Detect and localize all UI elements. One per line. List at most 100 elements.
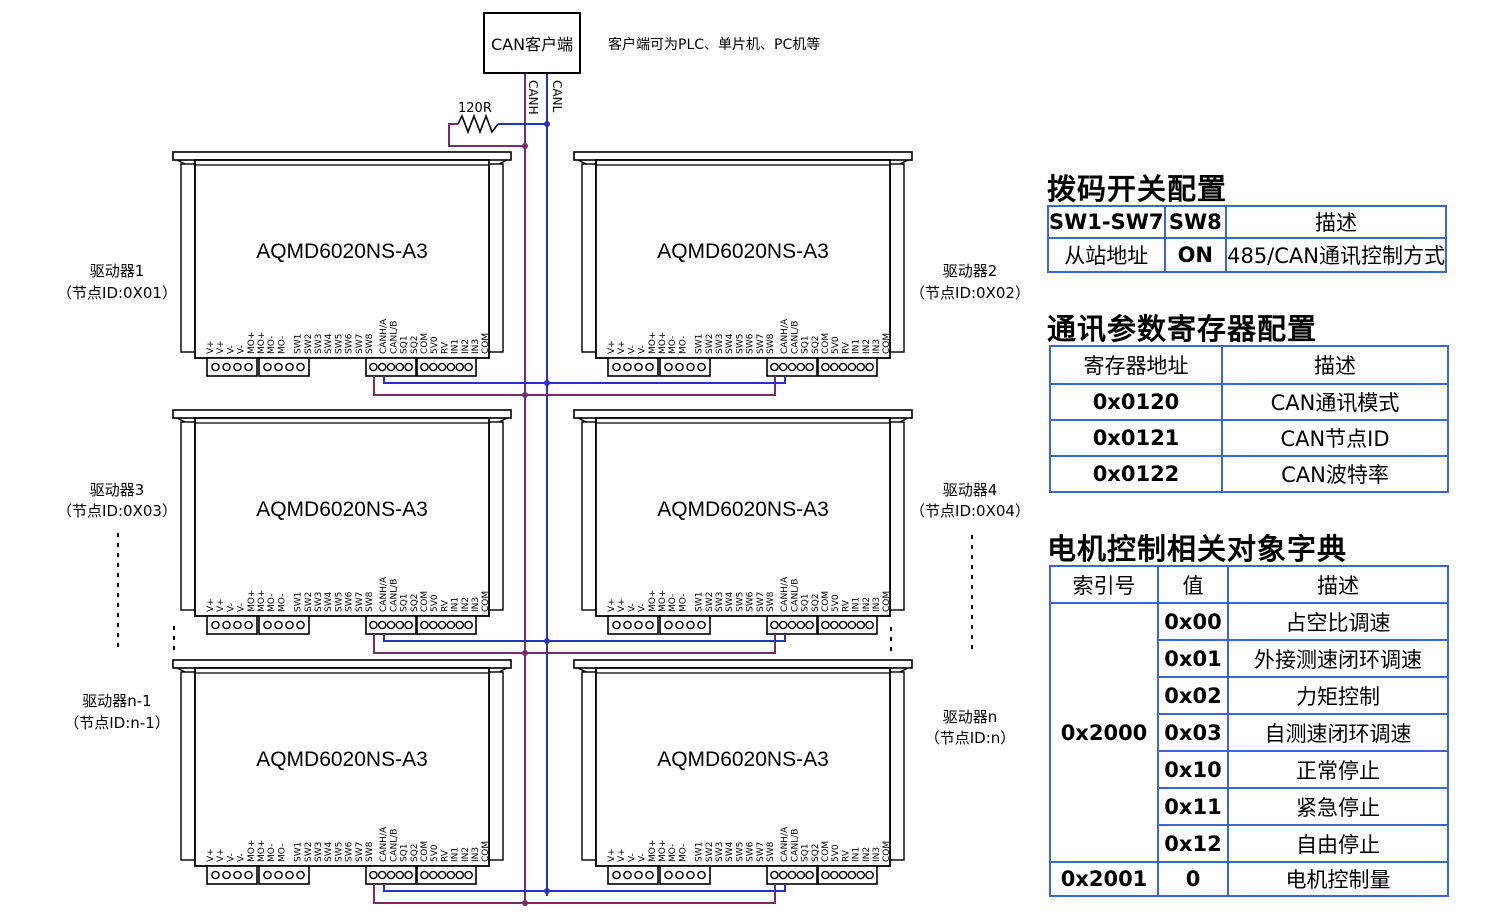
pin-label: V-	[226, 345, 236, 354]
terminal-hole	[634, 362, 643, 372]
pin-label: MO+	[658, 840, 668, 862]
driver-top-rail	[172, 659, 512, 669]
terminal-hole	[612, 870, 621, 880]
pin-label: V-	[638, 603, 648, 612]
pin-label: 5V0	[430, 594, 440, 612]
pin-label: MO-	[277, 594, 287, 612]
terminal-block	[206, 615, 258, 635]
driver-left-bracket	[581, 163, 597, 353]
terminal-block	[607, 865, 659, 885]
terminal-block	[659, 615, 711, 635]
terminal-hole	[233, 620, 242, 630]
reg-desc-0121: CAN节点ID	[1221, 419, 1449, 457]
reg-addr-0120: 0x0120	[1049, 383, 1223, 421]
pin-label: SW2	[705, 334, 715, 354]
pin-label: MO-	[668, 844, 678, 862]
driver-right-bracket	[488, 421, 504, 611]
pin-label: IN1	[451, 597, 461, 612]
driver-body	[595, 159, 891, 359]
driver-left-bracket	[581, 421, 597, 611]
terminal-hole	[274, 870, 283, 880]
pin-label: MO-	[277, 336, 287, 354]
pin-label: 5V0	[831, 594, 841, 612]
obj-desc-03: 自测速闭环调速	[1227, 713, 1449, 752]
pin-label: SW7	[756, 592, 766, 612]
dip-cell-address: 从站地址	[1047, 237, 1166, 273]
terminal-hole	[697, 870, 706, 880]
terminal-hole	[697, 362, 706, 372]
terminal-block	[206, 865, 258, 885]
junction-dot	[522, 650, 528, 656]
terminal-block	[659, 357, 711, 377]
terminal-hole	[211, 362, 220, 372]
terminal-hole	[623, 620, 632, 630]
pin-label: SW3	[715, 592, 725, 612]
terminal-hole	[675, 620, 684, 630]
canl-drop	[383, 634, 786, 642]
pin-label: SW3	[314, 592, 324, 612]
pin-label: IN2	[862, 597, 872, 612]
pin-label: V+	[607, 340, 617, 354]
driver-2-name: 驱动器2	[943, 262, 998, 280]
pin-label: MO+	[658, 332, 668, 354]
driver-left-bracket	[180, 671, 196, 861]
pin-label: SW4	[324, 591, 334, 612]
terminal-block	[817, 615, 878, 635]
pin-label: SW2	[304, 592, 314, 612]
terminal-hole	[395, 870, 405, 880]
resistor-symbol	[457, 113, 499, 135]
terminal-hole	[787, 620, 797, 630]
driver-2-node: （节点ID:0X02）	[910, 284, 1030, 302]
pin-label: V+	[617, 598, 627, 612]
junction-dot	[544, 888, 550, 894]
reg-header-desc: 描述	[1221, 345, 1449, 385]
driver-model-label: AQMD6020NS-A3	[256, 748, 428, 771]
pin-label: SQ2	[811, 335, 821, 354]
terminal-hole	[285, 362, 294, 372]
driver-top-rail	[573, 151, 913, 161]
driver-model-label: AQMD6020NS-A3	[256, 240, 428, 263]
canh-label: CANH	[526, 80, 540, 115]
junction-dot	[522, 143, 528, 149]
driver-left-bracket	[180, 163, 196, 353]
pin-label: MO+	[247, 332, 257, 354]
pin-label: V+	[607, 848, 617, 862]
pin-label: IN2	[461, 847, 471, 862]
terminal-hole	[634, 620, 643, 630]
pin-label: IN3	[872, 847, 882, 862]
pin-label: CANH/A	[379, 576, 389, 612]
pin-label: SQ1	[801, 593, 811, 612]
terminal-hole	[244, 870, 253, 880]
terminal-hole	[664, 620, 673, 630]
pin-label: V-	[237, 603, 247, 612]
pin-label: SW6	[345, 591, 355, 612]
terminal-hole	[420, 620, 429, 630]
driver-1-name: 驱动器1	[90, 262, 145, 280]
canl-drop	[383, 376, 786, 384]
pin-label: SW8	[365, 333, 375, 354]
pin-label: V+	[216, 340, 226, 354]
driver-4-name: 驱动器4	[943, 481, 998, 499]
pin-label: SW4	[725, 333, 735, 354]
terminal-hole	[865, 870, 874, 880]
terminal-hole	[369, 362, 378, 372]
terminal-hole	[222, 362, 231, 372]
pin-label: RV	[841, 341, 851, 354]
pin-label: V+	[617, 340, 627, 354]
terminal-hole	[211, 870, 220, 880]
pin-label: CANL/B	[389, 829, 399, 862]
terminal-hole	[805, 620, 814, 630]
pin-label: 5V0	[430, 336, 440, 354]
driver-n-node: （节点ID:n）	[925, 729, 1016, 747]
terminal-hole	[686, 362, 695, 372]
terminal-hole	[829, 620, 839, 630]
pin-label: IN1	[451, 339, 461, 354]
pin-label: MO+	[247, 590, 257, 612]
pin-label: SW2	[705, 842, 715, 862]
pin-label: SW1	[695, 842, 705, 862]
terminal-hole	[805, 870, 814, 880]
